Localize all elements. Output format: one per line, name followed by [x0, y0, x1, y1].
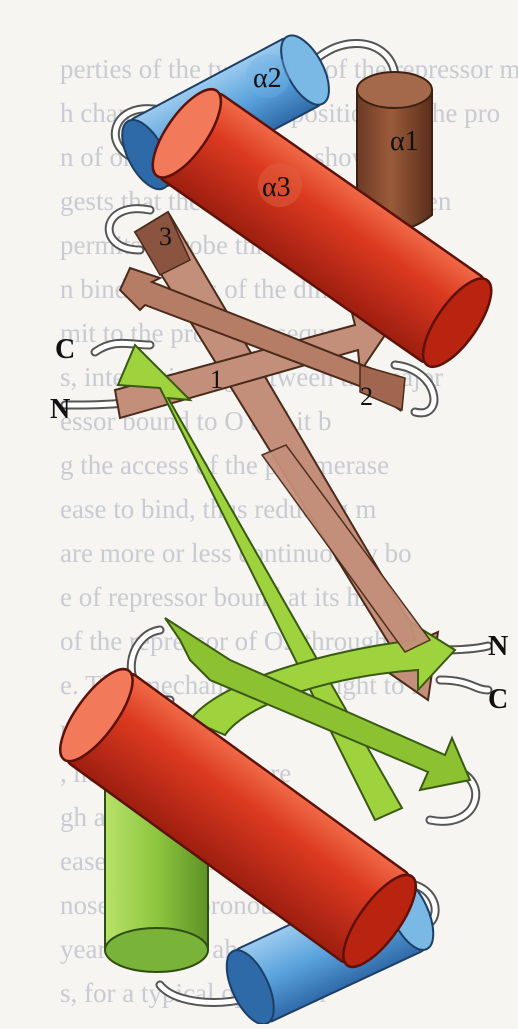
label-strand-1: 1	[210, 365, 223, 394]
label-strand-3: 3	[159, 222, 172, 251]
label-n-right: N	[488, 631, 508, 662]
label-alpha3: α3	[262, 172, 291, 203]
label-alpha2: α2	[253, 63, 282, 94]
label-strand-2: 2	[360, 382, 373, 411]
label-alpha1: α1	[390, 126, 419, 157]
background-text-line: e of repressor bound at its high	[60, 582, 395, 612]
label-n-left: N	[50, 394, 70, 425]
label-c-left: C	[55, 334, 75, 365]
background-text-line: g the access of the polymerase	[60, 450, 389, 480]
label-c-right: C	[488, 684, 508, 715]
